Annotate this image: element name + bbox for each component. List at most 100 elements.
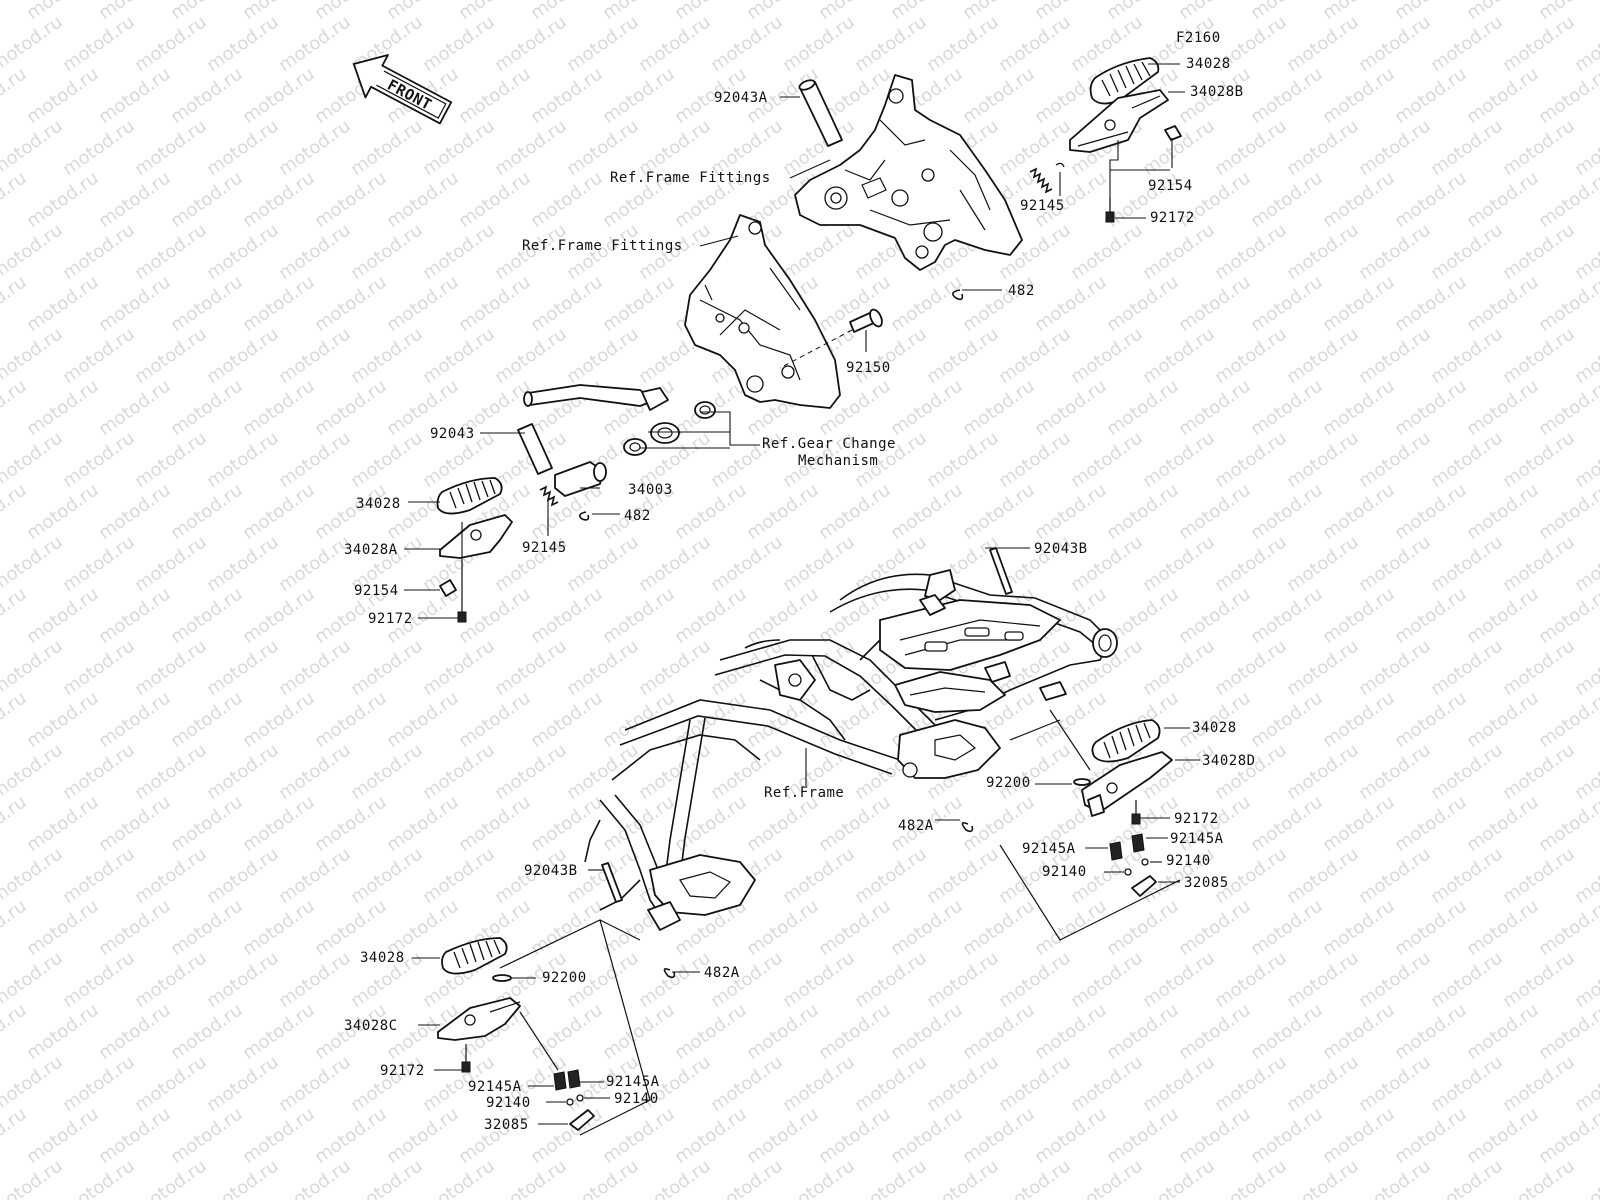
watermark-text: motod.ru [779,220,859,285]
watermark-text: motod.ru [1499,12,1579,77]
watermark-text: motod.ru [0,272,31,337]
watermark-text: motod.ru [1391,64,1471,129]
watermark-text: motod.ru [239,64,319,129]
watermark-text: motod.ru [527,376,607,441]
pin-92043A [798,79,843,147]
watermark-text: motod.ru [1427,324,1507,389]
watermark-text: motod.ru [419,324,499,389]
watermark-text: motod.ru [851,948,931,1013]
watermark-text: motod.ru [455,1104,535,1169]
watermark-text: motod.ru [1499,844,1579,909]
watermark-text: motod.ru [1499,220,1579,285]
watermark-text: motod.ru [167,272,247,337]
watermark-text: motod.ru [455,584,535,649]
watermark-text: motod.ru [1319,792,1399,857]
watermark-text: motod.ru [1175,1000,1255,1065]
label-482-left: 482 [624,508,651,524]
watermark-text: motod.ru [707,1156,787,1200]
watermark-text: motod.ru [1355,740,1435,805]
watermark-text: motod.ru [167,376,247,441]
watermark-text: motod.ru [671,1000,751,1065]
label-34028A: 34028A [344,542,398,558]
bolt-92172-fl [461,1044,471,1073]
watermark-text: motod.ru [23,0,103,24]
front-bracket-left [684,214,841,409]
clip-482A-rr [961,822,974,833]
watermark-text: motod.ru [1391,584,1471,649]
watermark-text: motod.ru [1355,636,1435,701]
watermark-text: motod.ru [527,584,607,649]
watermark-text: motod.ru [1463,64,1543,129]
watermark-text: motod.ru [995,1052,1075,1117]
washer-92140-fl-left [566,1098,574,1106]
label-92043: 92043 [430,426,475,442]
label-ref-frame-fittings-1: Ref.Frame Fittings [610,170,771,186]
watermark-text: motod.ru [311,376,391,441]
watermark-text: motod.ru [59,740,139,805]
spring-92145-left [539,485,559,507]
watermark-text: motod.ru [1067,948,1147,1013]
watermark-text: motod.ru [995,1156,1075,1200]
watermark-text: motod.ru [275,844,355,909]
watermark-text: motod.ru [1355,324,1435,389]
spring-92145A-rr-right [1131,833,1145,853]
watermark-text: motod.ru [491,740,571,805]
watermark-text: motod.ru [1247,0,1327,24]
watermark-text: motod.ru [599,64,679,129]
label-92140-fl-left: 92140 [486,1095,531,1111]
watermark-text: motod.ru [1319,896,1399,961]
watermark-text: motod.ru [563,636,643,701]
watermark-text: motod.ru [1067,324,1147,389]
watermark-text: motod.ru [1175,1104,1255,1169]
watermark-text: motod.ru [167,1000,247,1065]
watermark-text: motod.ru [203,636,283,701]
watermark-text: motod.ru [275,1156,355,1200]
watermark-text: motod.ru [1247,1104,1327,1169]
watermark-text: motod.ru [887,480,967,545]
watermark-text: motod.ru [0,688,31,753]
watermark-text: motod.ru [563,740,643,805]
watermark-text: motod.ru [923,428,1003,493]
watermark-text: motod.ru [1103,376,1183,441]
label-34028D: 34028D [1202,753,1256,769]
watermark-text: motod.ru [1571,636,1600,701]
watermark-text: motod.ru [1319,584,1399,649]
watermark-text: motod.ru [23,168,103,233]
label-92154-upper: 92154 [1148,178,1193,194]
watermark-text: motod.ru [1283,532,1363,597]
watermark-text: motod.ru [779,1052,859,1117]
watermark-text: motod.ru [1247,688,1327,753]
label-482A-fl: 482A [704,965,740,981]
watermark-text: motod.ru [815,480,895,545]
watermark-text: motod.ru [203,428,283,493]
watermark-text: motod.ru [923,1156,1003,1200]
watermark-text: motod.ru [1031,480,1111,545]
watermark-text: motod.ru [0,896,31,961]
watermark-text: motod.ru [1463,792,1543,857]
watermark-text: motod.ru [203,116,283,181]
watermark-text: motod.ru [1031,1000,1111,1065]
watermark-text: motod.ru [923,324,1003,389]
watermark-text: motod.ru [0,168,31,233]
watermark-text: motod.ru [311,0,391,24]
watermark-text: motod.ru [1031,896,1111,961]
watermark-text: motod.ru [1427,428,1507,493]
watermark-text: motod.ru [95,64,175,129]
watermark-text: motod.ru [1391,1000,1471,1065]
watermark-text: motod.ru [203,1156,283,1200]
watermark-text: motod.ru [131,948,211,1013]
watermark-text: motod.ru [1571,1052,1600,1117]
watermark-text: motod.ru [347,636,427,701]
footpeg-34028D [1081,751,1173,817]
watermark-text: motod.ru [1571,12,1600,77]
watermark-text: motod.ru [1463,168,1543,233]
watermark-text: motod.ru [1463,688,1543,753]
watermark-text: motod.ru [1499,740,1579,805]
watermark-text: motod.ru [1391,896,1471,961]
watermark-text: motod.ru [239,1104,319,1169]
watermark-text: motod.ru [1571,324,1600,389]
watermark-text: motod.ru [1571,532,1600,597]
watermark-text: motod.ru [0,376,31,441]
watermark-text: motod.ru [95,584,175,649]
watermark-text: motod.ru [923,1052,1003,1117]
